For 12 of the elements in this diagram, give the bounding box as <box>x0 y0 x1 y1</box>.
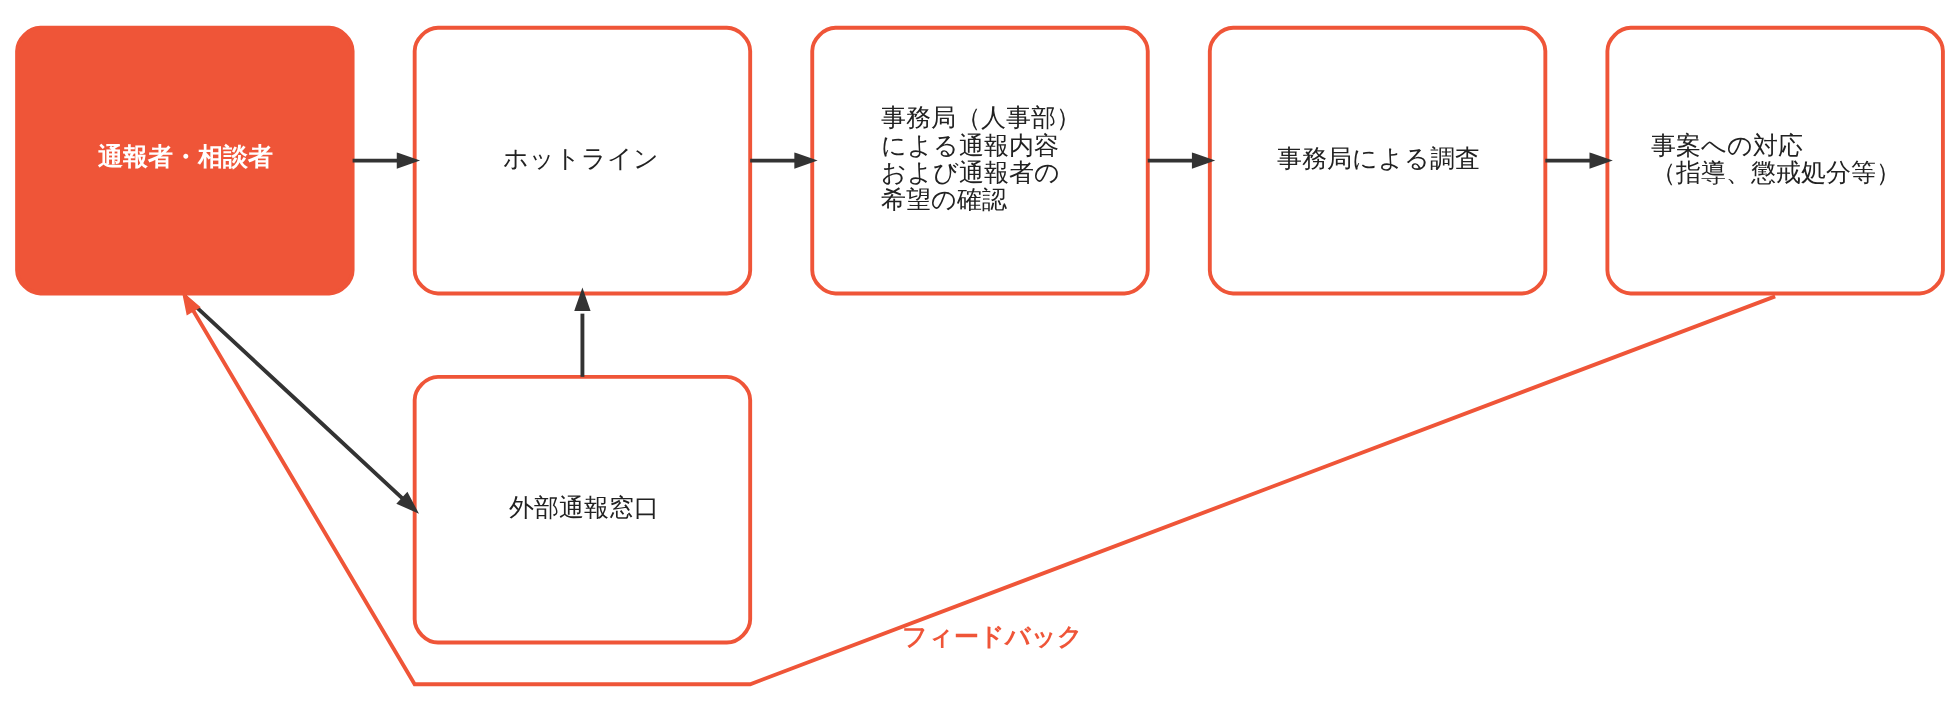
arrow <box>1545 152 1613 169</box>
node-box: 事務局による調査 <box>1207 25 1548 296</box>
arrow <box>352 152 421 169</box>
node-box: 事務局（人事部）による通報内容および通報者の希望の確認 <box>810 25 1150 296</box>
node-box: ホットライン <box>412 25 753 296</box>
node-box: 外部通報窓口 <box>412 374 753 645</box>
node-box: 通報者・相談者 <box>15 25 355 296</box>
edge-label: フィードバック <box>902 621 1084 651</box>
arrow <box>1147 152 1216 169</box>
arrow <box>574 287 591 377</box>
node-box: 事案への対応（指導、懲戒処分等） <box>1605 25 1945 296</box>
arrow <box>750 152 818 169</box>
